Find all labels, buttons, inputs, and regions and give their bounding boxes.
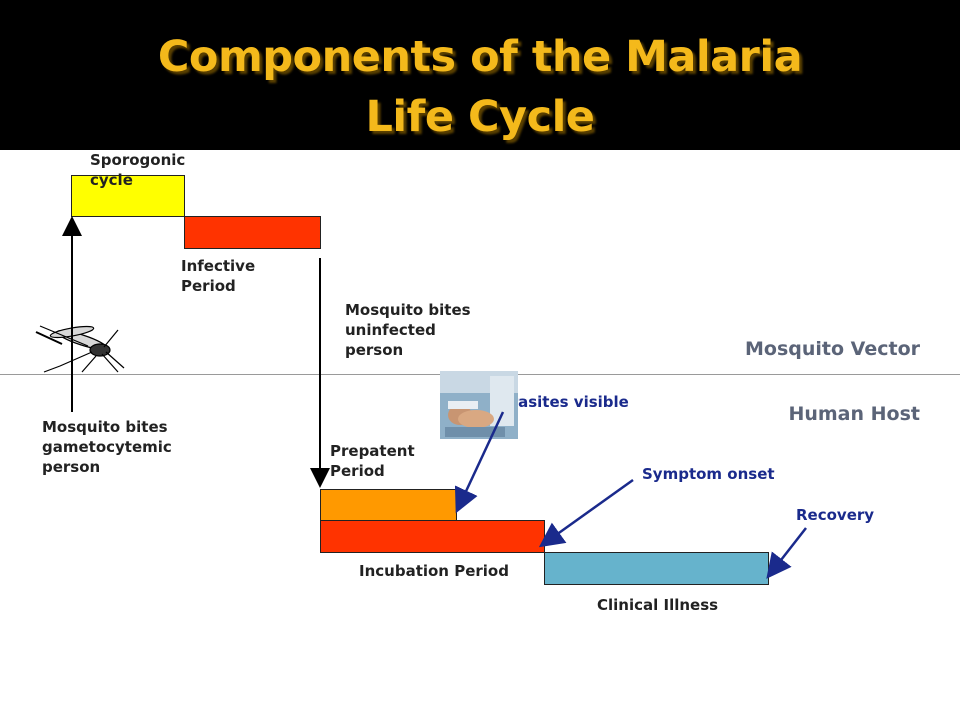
prepatent-period-bar [320, 489, 457, 522]
incubation-period-label: Incubation Period [359, 562, 509, 580]
sporogonic-cycle-bar [71, 175, 185, 217]
human-host-label: Human Host [788, 403, 920, 425]
slide-title-line1: Components of the Malaria [157, 32, 803, 82]
recovery-label: Recovery [796, 506, 875, 524]
recovery-arrow [766, 527, 807, 579]
mosquito-vector-label: Mosquito Vector [745, 338, 920, 360]
incubation-period-bar [320, 520, 545, 553]
clinical-illness-label: Clinical Illness [597, 596, 719, 614]
parasites-visible-label: Parasites visible [490, 393, 629, 411]
slide-title-line2: Life Cycle [365, 92, 595, 142]
mosquito-bites-gametocytemic-label: Mosquito bites gametocytemic person [42, 418, 172, 476]
symptom-onset-label: Symptom onset [642, 465, 775, 483]
parasites-visible-arrow [454, 411, 505, 514]
clinical-illness-bar [544, 552, 769, 585]
infective-period-label: Infective Period [181, 257, 256, 295]
mosquito-bites-uninfected-label: Mosquito bites uninfected person [345, 301, 471, 359]
vector-host-divider [0, 374, 960, 375]
sporogonic-cycle-label: Sporogonic cycle [90, 151, 186, 189]
prepatent-period-label: Prepatent Period [330, 442, 415, 480]
title-banner: Components of the Malaria Life Cycle [0, 0, 960, 150]
symptom-onset-arrow [538, 478, 634, 548]
infective-period-bar [184, 216, 321, 249]
